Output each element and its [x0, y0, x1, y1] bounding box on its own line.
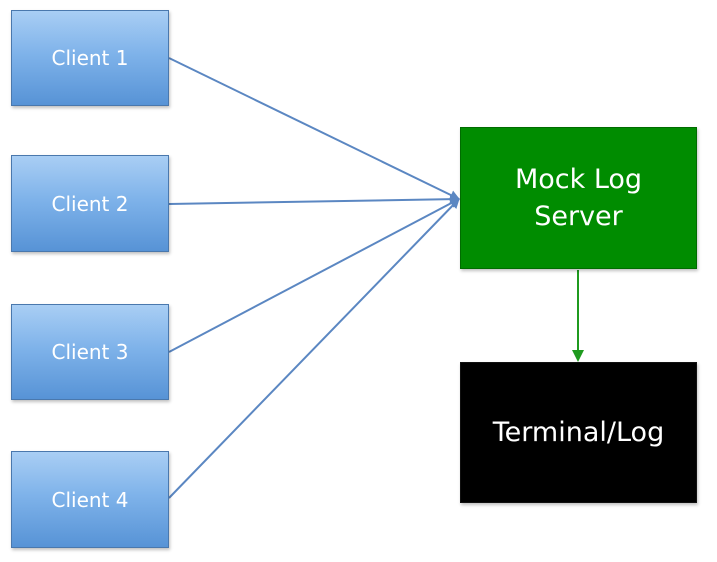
client-3-label: Client 3: [51, 340, 129, 364]
client-4-label: Client 4: [51, 487, 129, 512]
server-label-line-1: Mock Log: [514, 164, 643, 195]
arrow-client-4-to-server: [168, 198, 460, 499]
arrow-client-1-to-server: [168, 57, 460, 200]
terminal-log-label: Terminal/Log: [492, 417, 665, 448]
server-label-line-2: Server: [534, 201, 623, 232]
arrow-client-2-to-server: [168, 194, 460, 205]
client-4-box: Client 4: [11, 451, 169, 548]
terminal-log-box: Terminal/Log: [460, 362, 697, 503]
client-2-box: Client 2: [11, 155, 169, 252]
client-3-box: Client 3: [11, 304, 169, 400]
client-1-box: Client 1: [11, 10, 169, 106]
client-2-label: Client 2: [51, 191, 129, 216]
client-1-label: Client 1: [51, 46, 129, 70]
mock-log-server-box: Mock Log Server: [460, 127, 697, 269]
arrow-client-3-to-server: [168, 198, 460, 353]
